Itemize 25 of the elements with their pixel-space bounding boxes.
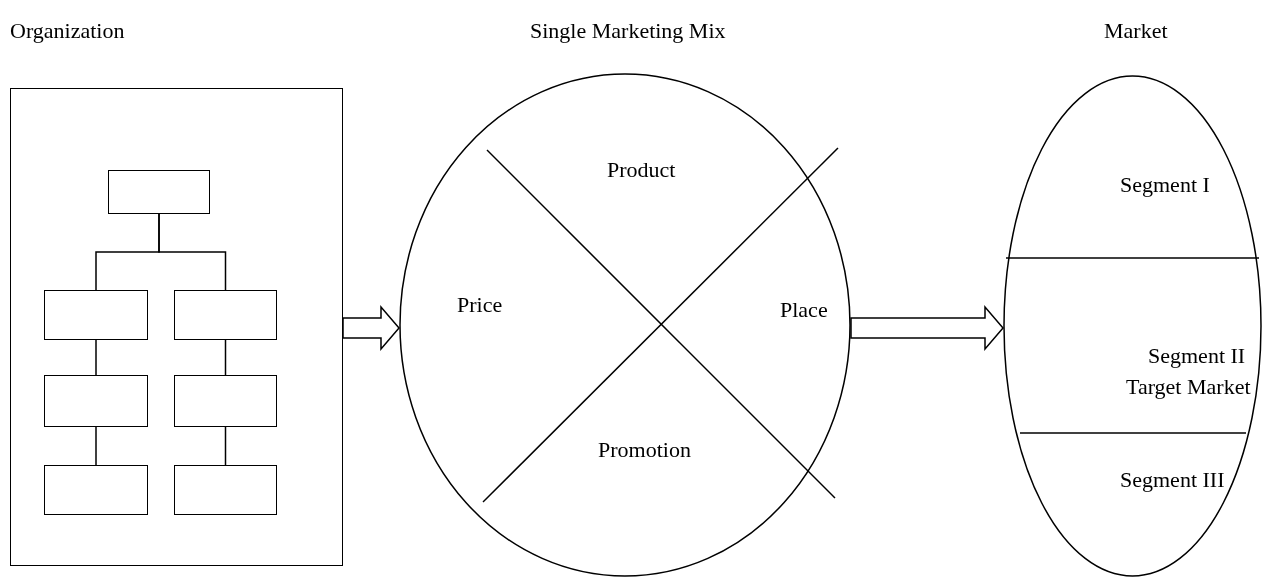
section-label: Product: [607, 157, 676, 183]
connector-line: [224, 339, 227, 376]
org-chart-box: [174, 290, 277, 340]
org-chart-box: [108, 170, 210, 214]
block-arrow: [850, 304, 1004, 352]
org-chart-box: [44, 375, 148, 427]
section-label: Segment III: [1120, 467, 1225, 493]
column-heading: Market: [1104, 18, 1168, 44]
column-heading: Single Marketing Mix: [530, 18, 726, 44]
column-heading: Organization: [10, 18, 125, 44]
connector-line: [224, 426, 227, 466]
connector-line: [95, 339, 97, 376]
org-chart-box: [174, 465, 277, 515]
connector-line: [95, 426, 97, 466]
section-label: Target Market: [1126, 374, 1251, 400]
org-chart-box: [174, 375, 277, 427]
section-label: Segment I: [1120, 172, 1210, 198]
org-chart-box: [44, 465, 148, 515]
section-label: Price: [457, 292, 503, 318]
section-label: Promotion: [598, 437, 691, 463]
connector-line: [158, 213, 227, 291]
section-label: Segment II: [1148, 343, 1246, 369]
block-arrow: [342, 304, 400, 352]
org-chart-box: [44, 290, 148, 340]
section-label: Place: [780, 297, 828, 323]
